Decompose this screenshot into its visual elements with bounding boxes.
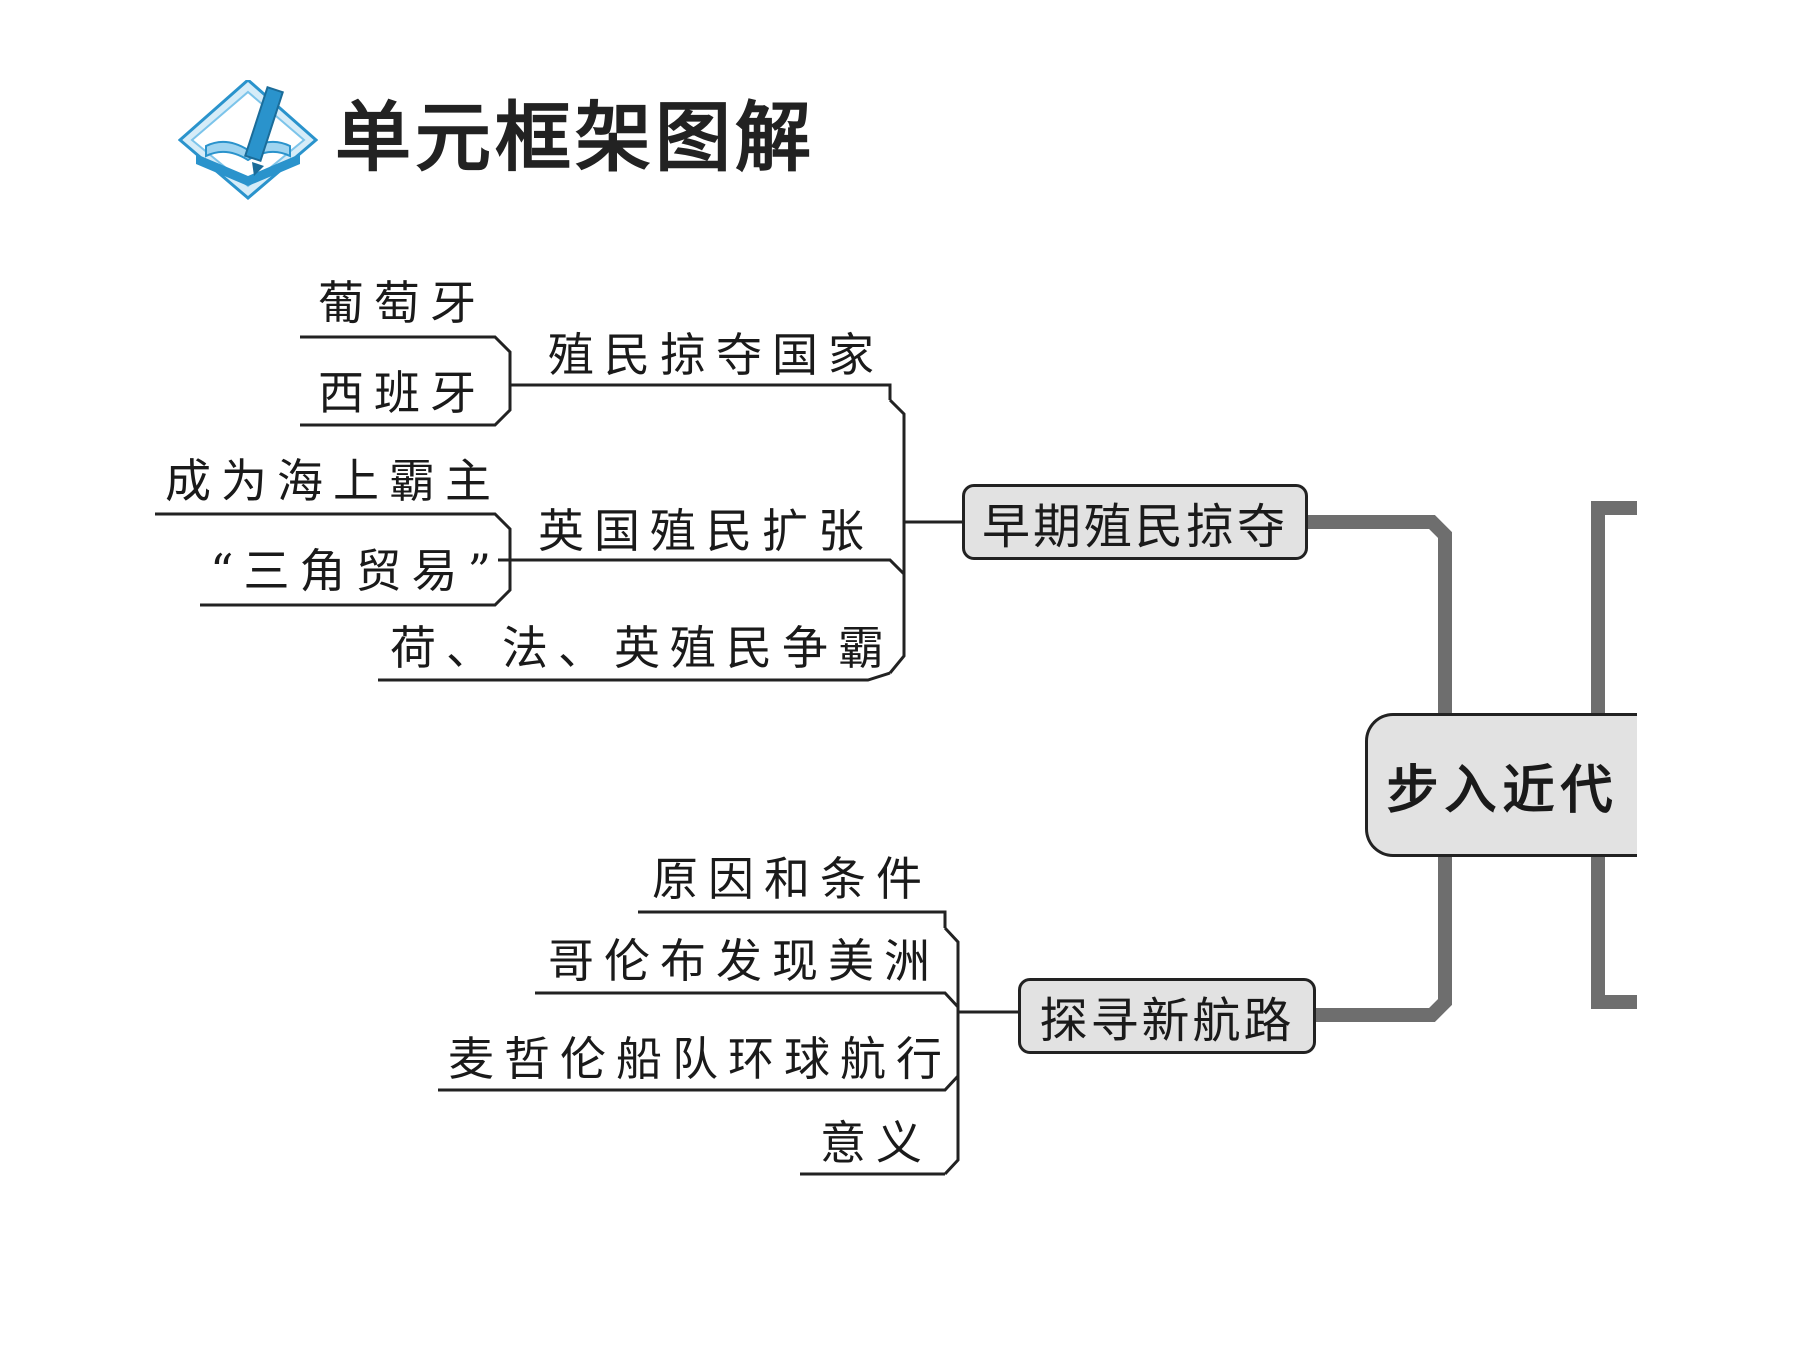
item-portugal: 葡萄牙: [318, 276, 486, 330]
node-center: 步入近代: [1365, 713, 1637, 857]
underline-british-expansion: [498, 558, 906, 576]
vertical-new-routes: [943, 926, 960, 1176]
item-columbus: 哥伦布发现美洲: [548, 934, 940, 988]
node-new-routes-label: 探寻新航路: [1039, 993, 1295, 1049]
node-early-colonial: 早期殖民掠夺: [962, 484, 1308, 560]
item-sea-hegemon: 成为海上霸主: [165, 454, 501, 508]
node-new-routes: 探寻新航路: [1018, 978, 1316, 1054]
item-triangle-trade: “三角贸易”: [210, 544, 502, 598]
node-early-colonial-label: 早期殖民掠夺: [981, 499, 1288, 555]
label-rivalry: 荷、法、英殖民争霸: [390, 621, 894, 675]
trunk-to-new-routes: [1316, 857, 1452, 1022]
vertical-early-colonial: [888, 398, 906, 674]
item-significance: 意义: [820, 1116, 932, 1170]
bracket-colonial-powers: [300, 335, 512, 427]
underline-item-3: [438, 1074, 960, 1092]
book-pencil-icon: [178, 80, 318, 200]
branch-lines: [155, 335, 1018, 1176]
item-magellan: 麦哲伦船队环球航行: [448, 1032, 952, 1086]
underline-colonial-powers: [510, 383, 892, 400]
bracket-british-expansion: [155, 512, 512, 607]
label-colonial-powers: 殖民掠夺国家: [548, 328, 884, 382]
item-causes: 原因和条件: [652, 852, 932, 906]
page-title: 单元框架图解: [335, 93, 815, 182]
label-british-expansion: 英国殖民扩张: [538, 504, 874, 558]
node-center-label: 步入近代: [1386, 760, 1619, 821]
trunk-to-early-colonial: [1308, 515, 1452, 713]
underline-rivalry: [378, 671, 891, 682]
underline-item-1: [638, 910, 947, 928]
item-spain: 西班牙: [318, 366, 486, 420]
underline-item-2: [535, 991, 960, 1009]
